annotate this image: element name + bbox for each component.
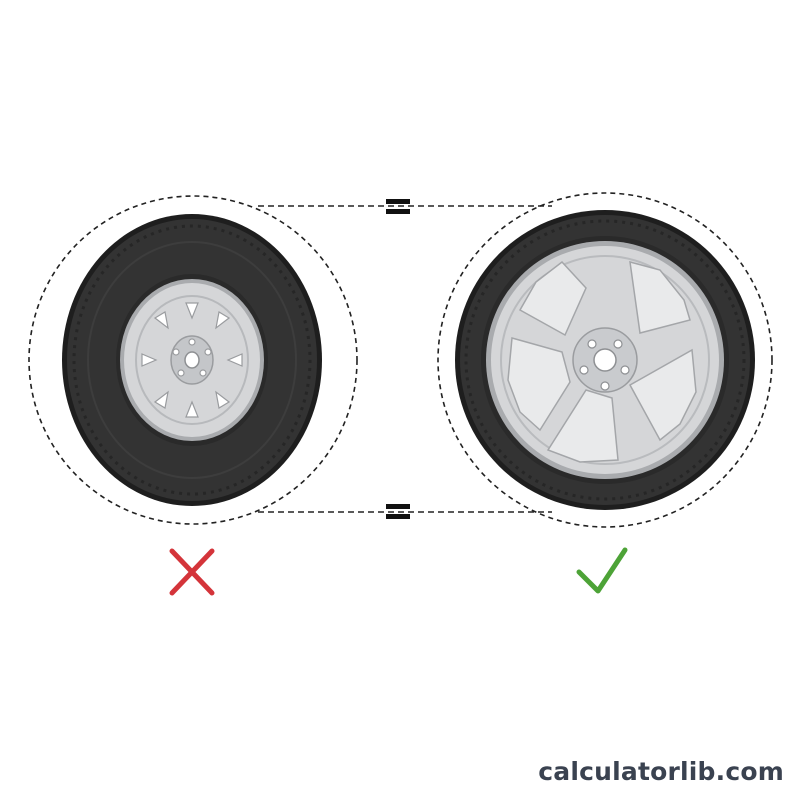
- cross-icon: [169, 548, 215, 596]
- left-wheel: [62, 214, 322, 506]
- right-alloy-rim: [486, 241, 724, 479]
- equals-icon: [386, 504, 410, 519]
- checkmark-icon: [576, 547, 628, 594]
- equals-icon: [386, 199, 410, 214]
- left-steel-rim: [120, 279, 264, 441]
- watermark-text: calculatorlib.com: [538, 757, 784, 786]
- right-outer-diameter-outline: [437, 192, 773, 528]
- left-outer-diameter-outline: [28, 195, 358, 525]
- right-wheel: [455, 210, 755, 510]
